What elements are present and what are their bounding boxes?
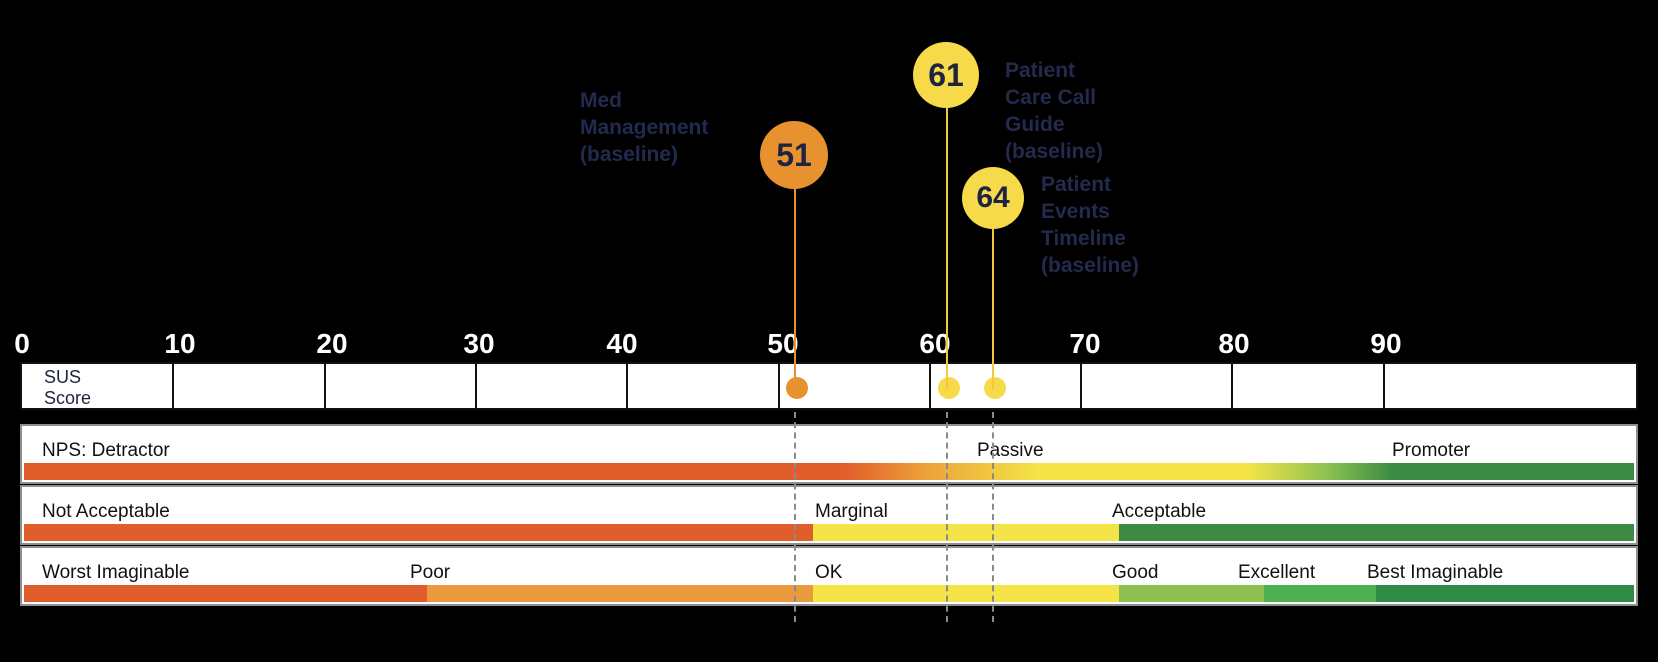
tick-label-0: 0 bbox=[14, 328, 30, 359]
callout-stem-64 bbox=[992, 215, 994, 390]
sus-data-point-61[interactable] bbox=[938, 377, 960, 399]
adjective-segment-good bbox=[1118, 585, 1264, 602]
adjective-label-excellent: Excellent bbox=[1238, 562, 1316, 583]
adjective-label-poor: Poor bbox=[410, 562, 451, 583]
acceptability-label-not-acceptable: Not Acceptable bbox=[42, 501, 170, 522]
acceptability-segment-not-acceptable bbox=[24, 524, 813, 541]
gridline-20 bbox=[324, 364, 326, 408]
sus-data-point-51[interactable] bbox=[786, 377, 808, 399]
gridline-80 bbox=[1231, 364, 1233, 408]
gridline-50 bbox=[778, 364, 780, 408]
adjective-label-ok: OK bbox=[815, 562, 843, 583]
adjective-segment-excellent bbox=[1263, 585, 1377, 602]
tick-label-50: 50 bbox=[767, 328, 799, 359]
callout-label-patient-events-timeline: Patient Events Timeline (baseline) bbox=[1041, 173, 1140, 277]
adjective-segment-ok bbox=[812, 585, 1119, 602]
dropline-61 bbox=[946, 412, 948, 622]
gridline-60 bbox=[929, 364, 931, 408]
nps-scale-row: NPS: Detractor Passive Promoter bbox=[20, 424, 1638, 484]
callout-bubble-51[interactable]: 51 bbox=[760, 121, 828, 189]
gridline-30 bbox=[475, 364, 477, 408]
callout-stem-61 bbox=[946, 100, 948, 390]
sus-data-point-64[interactable] bbox=[984, 377, 1006, 399]
acceptability-label-marginal: Marginal bbox=[815, 501, 888, 522]
sus-score-row: SUS Score bbox=[20, 362, 1638, 410]
adjective-label-best-imaginable: Best Imaginable bbox=[1367, 562, 1504, 583]
tick-label-20: 20 bbox=[316, 328, 348, 359]
adjective-segment-poor bbox=[426, 585, 813, 602]
gridline-90 bbox=[1383, 364, 1385, 408]
tick-label-70: 70 bbox=[1069, 328, 1101, 359]
dropline-51 bbox=[794, 412, 796, 622]
gridline-10 bbox=[172, 364, 174, 408]
tick-label-40: 40 bbox=[606, 328, 638, 359]
nps-gradient-bar bbox=[24, 463, 1634, 480]
gridline-70 bbox=[1080, 364, 1082, 408]
nps-label-detractor: NPS: Detractor bbox=[42, 440, 170, 461]
callout-stem-51 bbox=[794, 185, 796, 390]
dropline-64 bbox=[992, 412, 994, 622]
adjective-label-worst-imaginable: Worst Imaginable bbox=[42, 562, 190, 583]
callout-label-patient-care-call-guide: Patient Care Call Guide (baseline) bbox=[1005, 59, 1104, 163]
tick-label-80: 80 bbox=[1218, 328, 1250, 359]
acceptability-segment-acceptable bbox=[1118, 524, 1634, 541]
callout-bubble-61[interactable]: 61 bbox=[913, 42, 979, 108]
tick-label-30: 30 bbox=[463, 328, 495, 359]
acceptability-label-acceptable: Acceptable bbox=[1112, 501, 1207, 522]
sus-score-row-label: SUS Score bbox=[44, 367, 92, 409]
adjective-label-good: Good bbox=[1112, 562, 1159, 583]
adjective-segment-best-imaginable bbox=[1376, 585, 1634, 602]
nps-label-passive: Passive bbox=[977, 440, 1044, 461]
tick-label-10: 10 bbox=[164, 328, 196, 359]
acceptability-scale-row: Not Acceptable Marginal Acceptable bbox=[20, 485, 1638, 545]
acceptability-segment-marginal bbox=[812, 524, 1119, 541]
acceptability-bar bbox=[24, 524, 1634, 541]
callout-bubble-64[interactable]: 64 bbox=[962, 167, 1024, 229]
tick-label-90: 90 bbox=[1370, 328, 1402, 359]
tick-label-60: 60 bbox=[919, 328, 951, 359]
adjective-bar bbox=[24, 585, 1634, 602]
gridline-40 bbox=[626, 364, 628, 408]
adjective-segment-worst-imaginable bbox=[24, 585, 427, 602]
callout-label-med-management: Med Management (baseline) bbox=[580, 89, 709, 166]
adjective-scale-row: Worst Imaginable Poor OK Good Excellent … bbox=[20, 546, 1638, 606]
nps-label-promoter: Promoter bbox=[1392, 440, 1471, 461]
